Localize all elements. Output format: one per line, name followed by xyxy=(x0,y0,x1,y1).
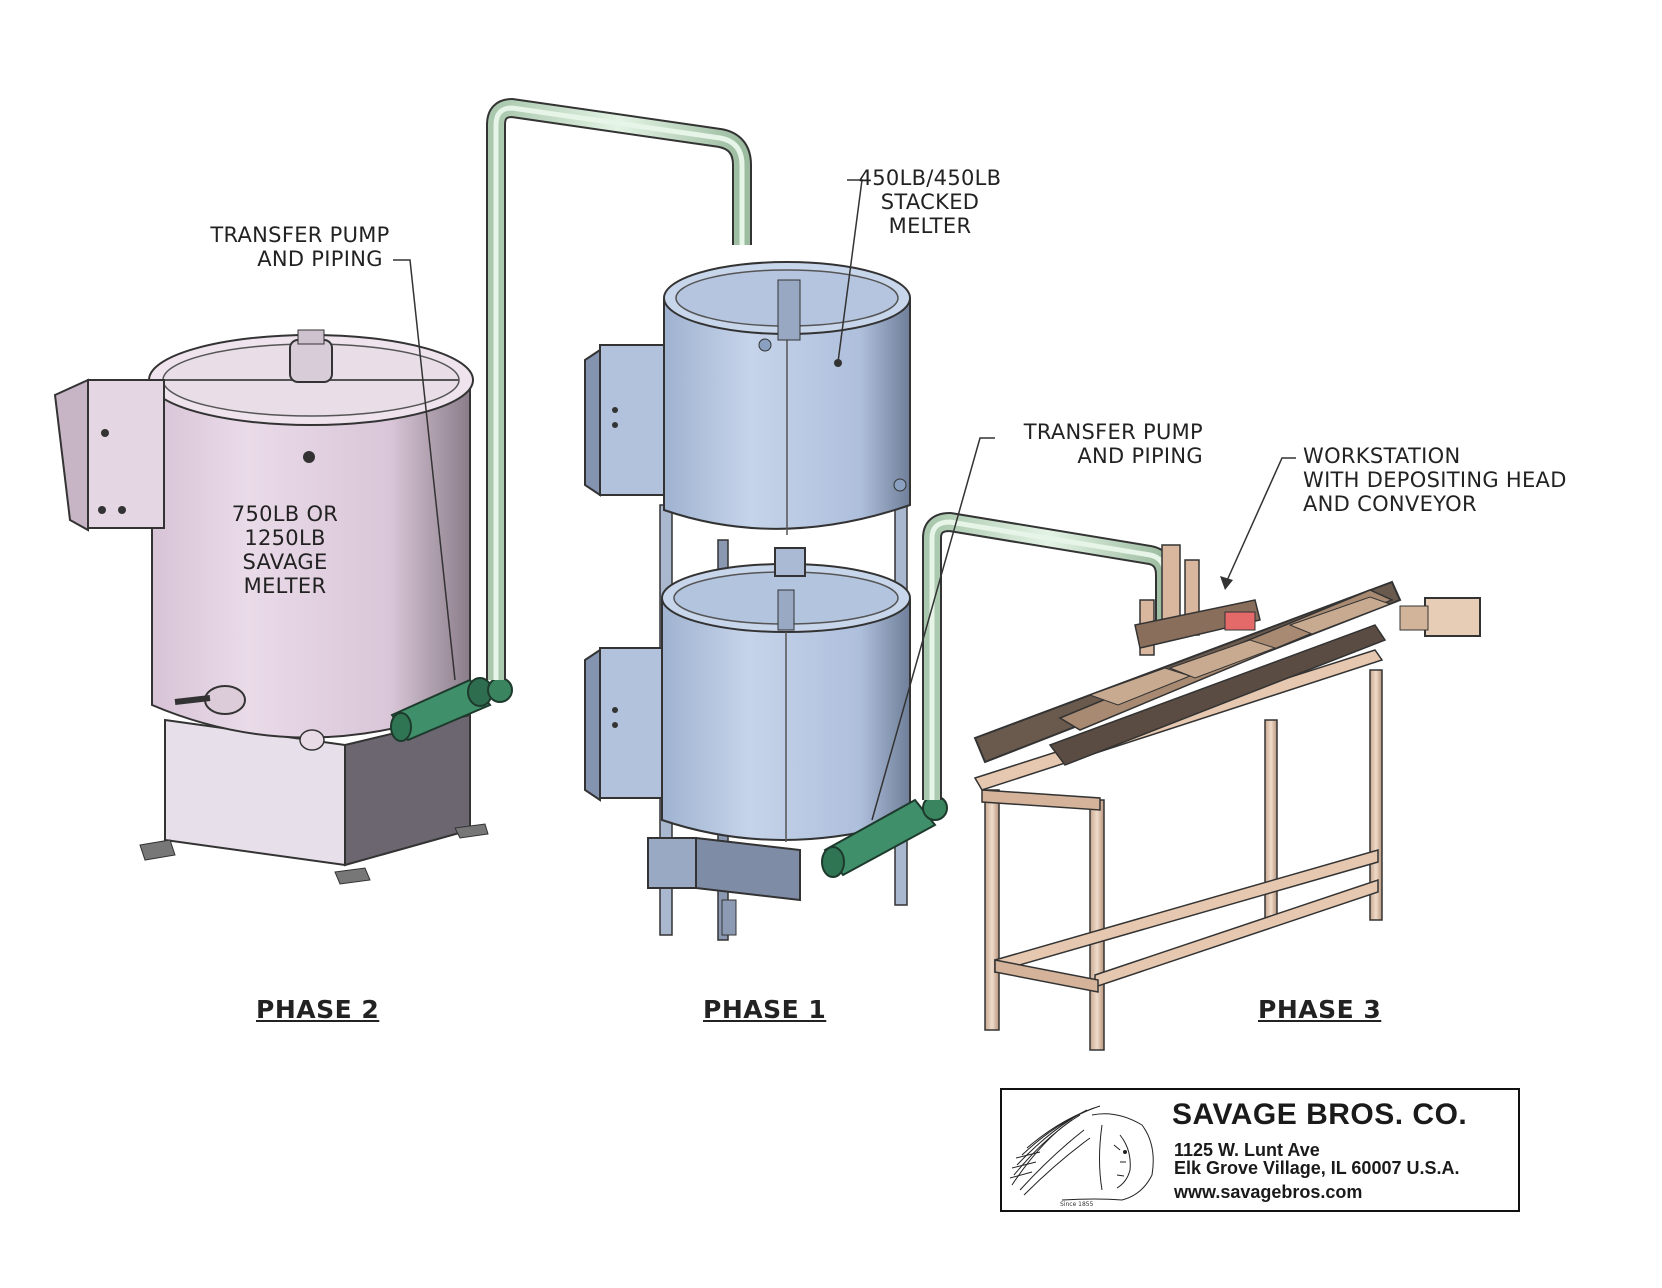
company-address-1: 1125 W. Lunt Ave xyxy=(1174,1140,1320,1160)
label-savage-melter: 750LB OR 1250LB SAVAGE MELTER xyxy=(200,502,370,598)
company-logo-box: Since 1855 SAVAGE BROS. CO. 1125 W. Lunt… xyxy=(1000,1088,1520,1212)
phase-2-label: PHASE 2 xyxy=(256,995,380,1024)
piping-phase2-to-phase1 xyxy=(486,98,752,680)
label-line: TRANSFER PUMP xyxy=(210,223,390,247)
label-line: WORKSTATION xyxy=(1303,444,1461,468)
savage-melter-large xyxy=(53,329,489,885)
callout-leaders xyxy=(393,179,1296,821)
company-name: SAVAGE BROS. CO. xyxy=(1172,1098,1468,1131)
label-line: SAVAGE xyxy=(242,550,328,574)
label-line: AND CONVEYOR xyxy=(1303,492,1477,516)
chief-logo-icon: Since 1855 xyxy=(1009,1105,1154,1208)
label-line: TRANSFER PUMP xyxy=(1023,420,1203,444)
label-line: AND PIPING xyxy=(257,247,383,271)
company-address-2: Elk Grove Village, IL 60007 U.S.A. xyxy=(1174,1158,1460,1178)
label-stacked-melter: 450LB/450LB STACKED MELTER xyxy=(850,166,1010,238)
label-line: 1250LB xyxy=(244,526,326,550)
transfer-pump-left xyxy=(390,677,513,742)
label-line: 750LB OR xyxy=(231,502,339,526)
workstation-conveyor xyxy=(973,544,1481,1051)
phase-3-label: PHASE 3 xyxy=(1258,995,1382,1024)
stacked-melter xyxy=(584,261,911,941)
phase-1-label: PHASE 1 xyxy=(703,995,827,1024)
label-line: 450LB/450LB xyxy=(858,166,1002,190)
company-website[interactable]: www.savagebros.com xyxy=(1174,1182,1363,1202)
label-line: STACKED xyxy=(880,190,980,214)
label-transfer-pump-right: TRANSFER PUMP AND PIPING xyxy=(1003,420,1203,468)
label-line: MELTER xyxy=(243,574,327,598)
label-workstation: WORKSTATION WITH DEPOSITING HEAD AND CON… xyxy=(1303,444,1567,516)
label-transfer-pump-left: TRANSFER PUMP AND PIPING xyxy=(205,223,395,271)
label-line: MELTER xyxy=(888,214,972,238)
label-line: AND PIPING xyxy=(1077,444,1203,468)
logo-since-text: Since 1855 xyxy=(1060,1201,1094,1208)
label-line: WITH DEPOSITING HEAD xyxy=(1303,468,1567,492)
transfer-pump-right xyxy=(821,795,948,878)
